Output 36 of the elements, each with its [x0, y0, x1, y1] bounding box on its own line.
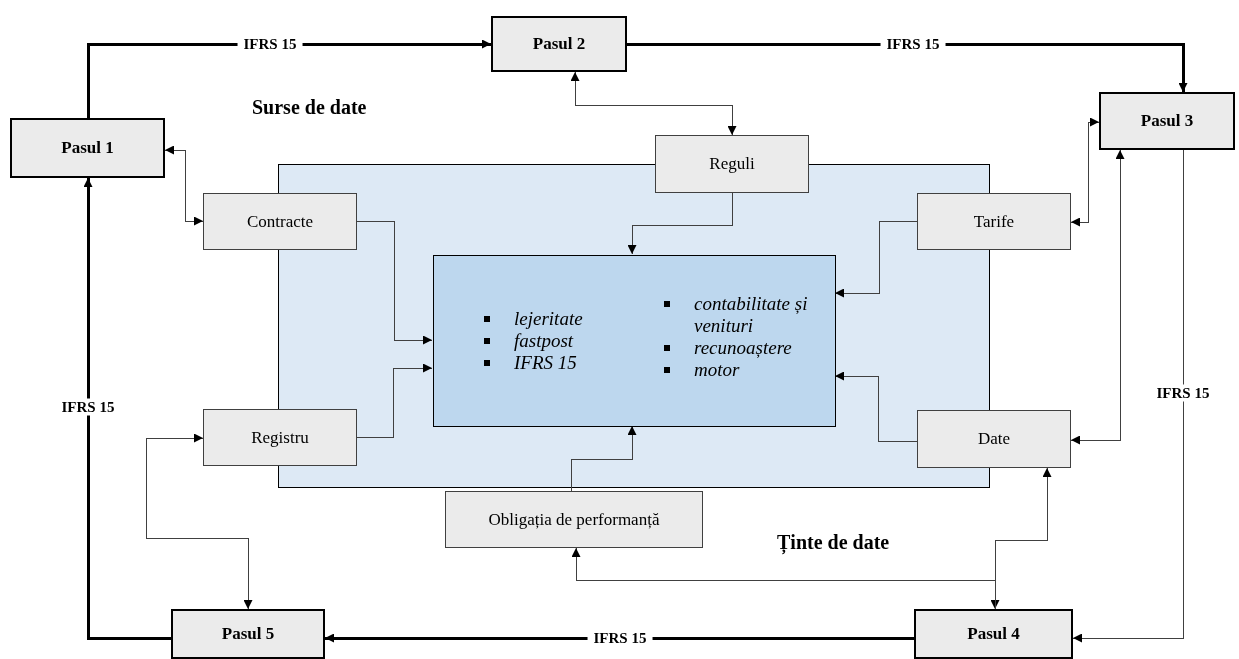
- list-item: recunoaștere: [664, 337, 844, 359]
- arrow: [571, 547, 996, 610]
- step-box: Pasul 2: [491, 16, 627, 72]
- list-item: fastpost: [484, 330, 654, 352]
- list-item: lejeritate: [484, 308, 654, 330]
- data-box: Registru: [203, 409, 357, 466]
- arrow: [834, 220, 918, 298]
- data-box: Reguli: [655, 135, 809, 193]
- step-box: Pasul 3: [1099, 92, 1235, 150]
- arrow: [356, 220, 433, 345]
- engine-box: [433, 255, 836, 427]
- arrow: [834, 371, 918, 442]
- data-box: Date: [917, 410, 1071, 468]
- arrow: [627, 42, 1188, 92]
- arrow: [145, 433, 253, 610]
- arrow: [356, 363, 433, 438]
- list-item: IFRS 15: [484, 352, 654, 374]
- list-item: motor: [664, 359, 844, 381]
- arrow: [1070, 117, 1100, 227]
- data-box: Contracte: [203, 193, 357, 250]
- arrow: [164, 145, 204, 226]
- arrow: [990, 467, 1052, 610]
- section-heading: Surse de date: [252, 96, 367, 119]
- data-box: Obligația de performanță: [445, 491, 703, 548]
- arrow: [325, 633, 914, 643]
- section-heading: Ținte de date: [777, 531, 890, 554]
- arrow: [1070, 149, 1125, 445]
- data-box: Tarife: [917, 193, 1071, 250]
- arrow: [83, 178, 171, 640]
- step-box: Pasul 5: [171, 609, 325, 659]
- arrow: [627, 192, 733, 255]
- arrow: [570, 425, 637, 492]
- step-box: Pasul 1: [10, 118, 165, 178]
- step-box: Pasul 4: [914, 609, 1073, 659]
- arrow: [570, 71, 737, 136]
- arrow: [1072, 149, 1184, 643]
